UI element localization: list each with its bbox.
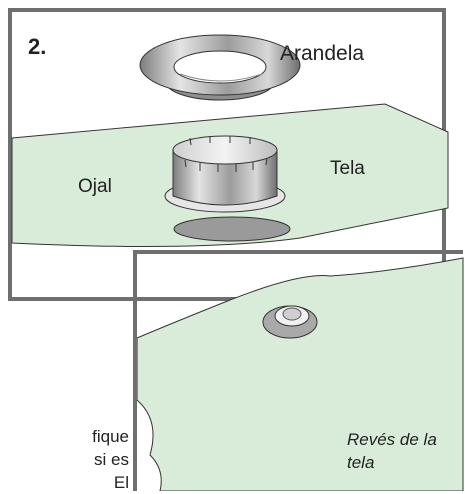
reverse-side-panel bbox=[133, 250, 463, 491]
eyelet-top-rim bbox=[172, 135, 278, 165]
label-tela: Tela bbox=[330, 158, 365, 179]
label-arandela: Arandela bbox=[280, 42, 365, 65]
body-text-fragment: fique si es El bbox=[84, 425, 129, 494]
washer-hole bbox=[173, 50, 267, 84]
label-ojal: Ojal bbox=[78, 176, 112, 197]
eyelet-barrel bbox=[172, 149, 278, 206]
body-text-line-2: si es bbox=[94, 450, 129, 469]
body-text-line-3: El bbox=[113, 473, 129, 492]
label-reves-line-2: tela bbox=[347, 453, 375, 472]
reverse-fabric bbox=[136, 257, 464, 491]
eyelet-flange bbox=[173, 216, 291, 242]
label-reves-de-la-tela: Revés de la tela bbox=[347, 428, 457, 474]
body-text-line-1: fique bbox=[92, 427, 129, 446]
label-reves-line-1: Revés de la bbox=[347, 430, 437, 449]
step-number: 2. bbox=[28, 34, 47, 59]
